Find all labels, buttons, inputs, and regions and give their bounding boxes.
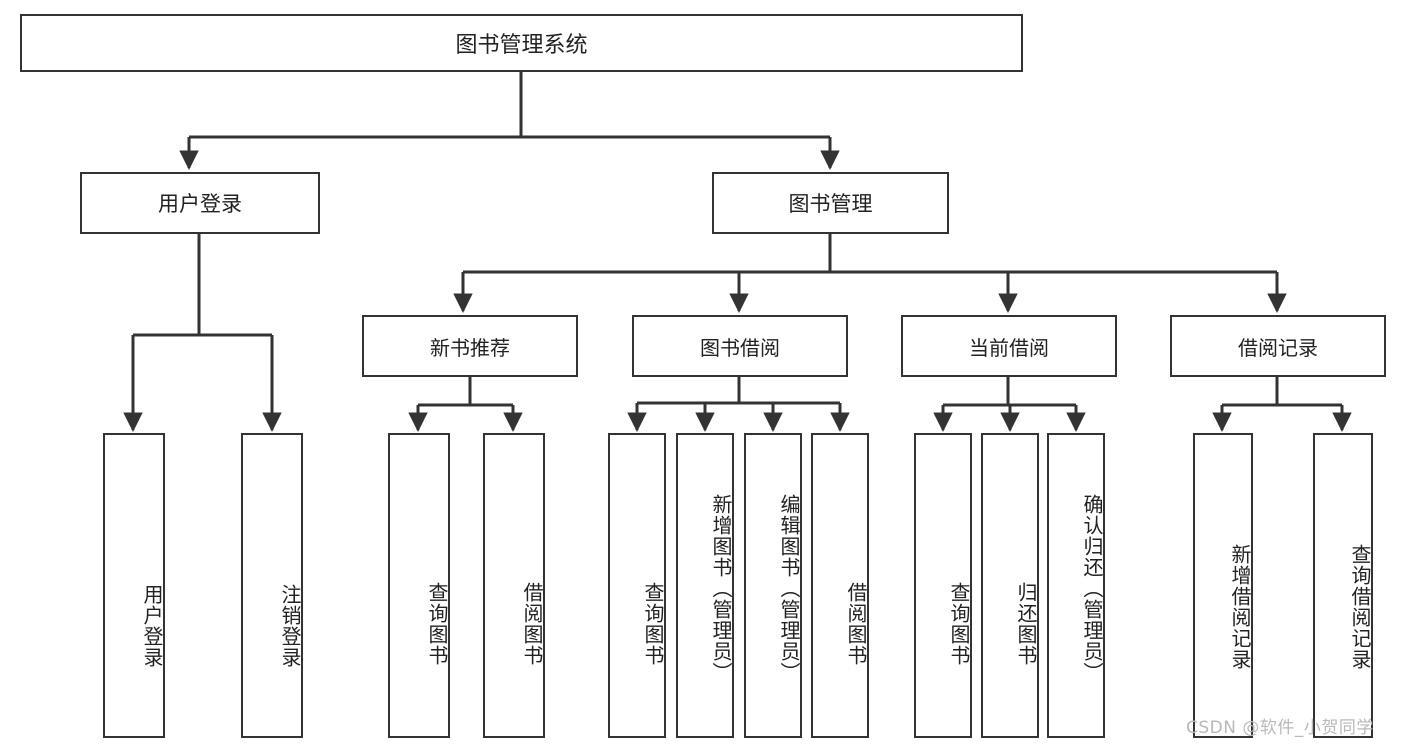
node-user-login-label: 用户登录 (158, 192, 242, 216)
node-root-label: 图书管理系统 (455, 33, 588, 58)
leaf-edit-book-admin-label: 编辑图书（管理员） (777, 494, 801, 683)
node-current-borrow-label: 当前借阅 (969, 335, 1049, 360)
leaf-logout[interactable]: 注销登录 (241, 433, 303, 738)
node-user-login[interactable]: 用户登录 (80, 172, 320, 234)
leaf-add-borrow-record-label: 新增借阅记录 (1228, 543, 1252, 670)
leaf-borrow-book-newbooks-label: 借阅图书 (520, 581, 544, 666)
leaf-edit-book-admin[interactable]: 编辑图书（管理员） (744, 433, 802, 738)
leaf-query-book-newbooks-label: 查询图书 (425, 581, 449, 666)
leaf-query-book-current[interactable]: 查询图书 (914, 433, 972, 738)
leaf-borrow-book-borrow[interactable]: 借阅图书 (811, 433, 869, 738)
node-borrow-records-label: 借阅记录 (1238, 335, 1318, 360)
node-book-borrow-label: 图书借阅 (700, 335, 780, 360)
leaf-user-login[interactable]: 用户登录 (103, 433, 165, 738)
node-book-management-label: 图书管理 (788, 192, 873, 216)
node-book-borrow[interactable]: 图书借阅 (632, 315, 848, 377)
leaf-borrow-book-newbooks[interactable]: 借阅图书 (483, 433, 545, 738)
node-current-borrow[interactable]: 当前借阅 (901, 315, 1117, 377)
leaf-borrow-book-borrow-label: 借阅图书 (844, 581, 868, 666)
leaf-add-borrow-record[interactable]: 新增借阅记录 (1193, 433, 1253, 738)
leaf-query-borrow-record-label: 查询借阅记录 (1348, 543, 1372, 670)
leaf-add-book-admin-label: 新增图书（管理员） (709, 494, 733, 683)
leaf-query-book-newbooks[interactable]: 查询图书 (388, 433, 450, 738)
node-book-management[interactable]: 图书管理 (712, 172, 949, 234)
leaf-query-book-borrow-label: 查询图书 (641, 581, 665, 666)
leaf-confirm-return-admin-label: 确认归还（管理员） (1080, 494, 1104, 683)
leaf-return-book-label: 归还图书 (1014, 581, 1038, 666)
leaf-return-book[interactable]: 归还图书 (981, 433, 1039, 738)
node-new-book-recommend-label: 新书推荐 (430, 335, 510, 360)
leaf-query-book-borrow[interactable]: 查询图书 (608, 433, 666, 738)
leaf-confirm-return-admin[interactable]: 确认归还（管理员） (1047, 433, 1105, 738)
node-borrow-records[interactable]: 借阅记录 (1170, 315, 1386, 377)
leaf-user-login-label: 用户登录 (140, 583, 164, 668)
leaf-query-borrow-record[interactable]: 查询借阅记录 (1313, 433, 1373, 738)
node-root[interactable]: 图书管理系统 (20, 14, 1023, 72)
leaf-add-book-admin[interactable]: 新增图书（管理员） (676, 433, 734, 738)
leaf-query-book-current-label: 查询图书 (947, 581, 971, 666)
leaf-logout-label: 注销登录 (278, 583, 302, 668)
node-new-book-recommend[interactable]: 新书推荐 (362, 315, 578, 377)
